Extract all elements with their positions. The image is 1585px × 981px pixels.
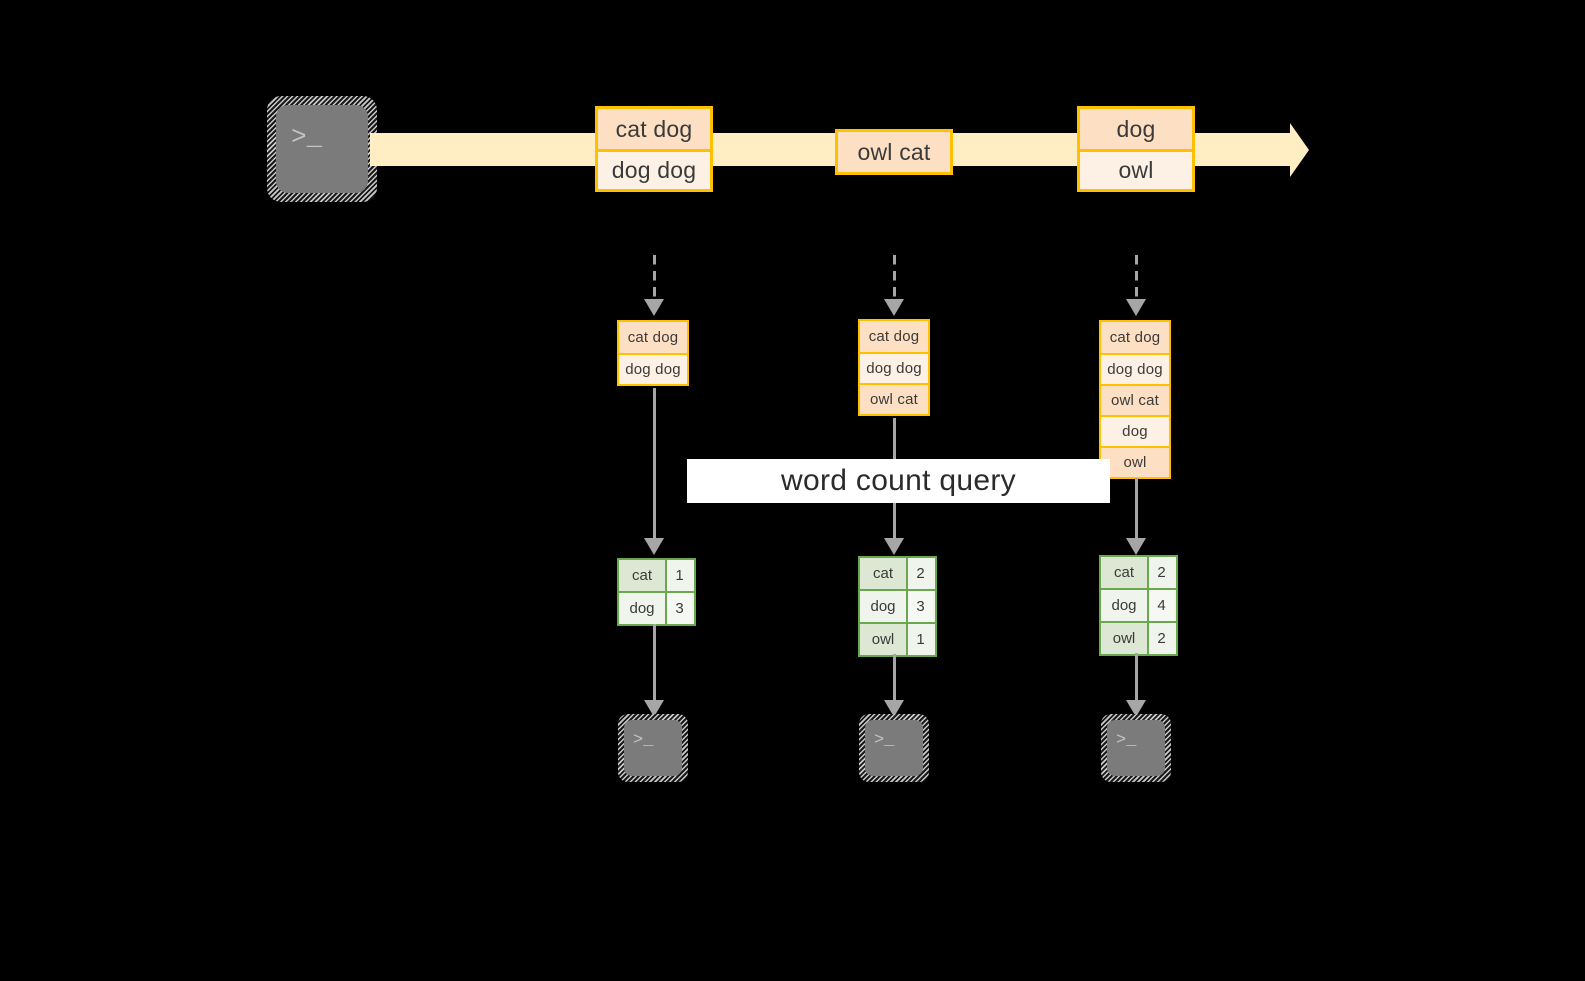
stream-record-2[interactable]: owl cat bbox=[835, 129, 953, 175]
snapshot-2-buffer[interactable]: cat dog dog dog owl cat bbox=[858, 319, 930, 416]
result-word: cat bbox=[860, 558, 906, 589]
result-count: 2 bbox=[1147, 557, 1174, 588]
table-row: owl 2 bbox=[1101, 621, 1176, 654]
stream-record-line: dog dog bbox=[598, 149, 710, 189]
snapshot-3-query-arrow bbox=[1116, 478, 1156, 560]
snapshot-1-sink-arrow bbox=[634, 624, 674, 720]
table-row: cat 1 bbox=[619, 560, 694, 591]
query-label-banner: word count query bbox=[687, 459, 1110, 503]
table-row: dog 3 bbox=[619, 591, 694, 624]
snapshot-2-tap-arrow bbox=[874, 255, 914, 320]
result-word: dog bbox=[1101, 590, 1147, 621]
result-count: 1 bbox=[906, 624, 933, 655]
result-word: cat bbox=[619, 560, 665, 591]
snapshot-3-result-table[interactable]: cat 2 dog 4 owl 2 bbox=[1099, 555, 1178, 656]
result-count: 4 bbox=[1147, 590, 1174, 621]
result-count: 2 bbox=[1147, 623, 1174, 654]
stream-record-line: dog bbox=[1080, 109, 1192, 149]
buffer-line: owl cat bbox=[860, 383, 928, 414]
table-row: owl 1 bbox=[860, 622, 935, 655]
stream-record-3[interactable]: dog owl bbox=[1077, 106, 1195, 192]
snapshot-3-tap-arrow bbox=[1116, 255, 1156, 320]
result-count: 3 bbox=[906, 591, 933, 622]
snapshot-1-sink-terminal-icon[interactable]: >_ bbox=[618, 714, 688, 782]
snapshot-2-sink-terminal-icon[interactable]: >_ bbox=[859, 714, 929, 782]
snapshot-1-buffer[interactable]: cat dog dog dog bbox=[617, 320, 689, 386]
buffer-line: cat dog bbox=[860, 321, 928, 352]
snapshot-3-buffer[interactable]: cat dog dog dog owl cat dog owl bbox=[1099, 320, 1171, 479]
result-count: 3 bbox=[665, 593, 692, 624]
result-word: owl bbox=[1101, 623, 1147, 654]
buffer-line: owl bbox=[1101, 446, 1169, 477]
terminal-body bbox=[624, 720, 682, 776]
buffer-line: dog dog bbox=[1101, 353, 1169, 384]
terminal-prompt-label: >_ bbox=[633, 731, 654, 750]
stream-record-1[interactable]: cat dog dog dog bbox=[595, 106, 713, 192]
terminal-prompt-label: >_ bbox=[874, 731, 895, 750]
terminal-body bbox=[1107, 720, 1165, 776]
stream-record-line: cat dog bbox=[598, 109, 710, 149]
stream-record-line: owl bbox=[1080, 149, 1192, 189]
terminal-body bbox=[276, 105, 368, 193]
buffer-line: owl cat bbox=[1101, 384, 1169, 415]
table-row: cat 2 bbox=[1101, 557, 1176, 588]
result-word: dog bbox=[860, 591, 906, 622]
buffer-line: dog dog bbox=[619, 353, 687, 384]
snapshot-1-result-table[interactable]: cat 1 dog 3 bbox=[617, 558, 696, 626]
terminal-body bbox=[865, 720, 923, 776]
result-word: dog bbox=[619, 593, 665, 624]
result-count: 1 bbox=[665, 560, 692, 591]
result-word: owl bbox=[860, 624, 906, 655]
snapshot-3-sink-arrow bbox=[1116, 653, 1156, 720]
table-row: dog 4 bbox=[1101, 588, 1176, 621]
result-word: cat bbox=[1101, 557, 1147, 588]
buffer-line: dog bbox=[1101, 415, 1169, 446]
buffer-line: dog dog bbox=[860, 352, 928, 383]
snapshot-2-result-table[interactable]: cat 2 dog 3 owl 1 bbox=[858, 556, 937, 657]
snapshot-3-sink-terminal-icon[interactable]: >_ bbox=[1101, 714, 1171, 782]
snapshot-2-sink-arrow bbox=[874, 654, 914, 720]
result-count: 2 bbox=[906, 558, 933, 589]
source-terminal-icon[interactable]: >_ bbox=[267, 96, 377, 202]
query-label: word count query bbox=[781, 464, 1016, 497]
snapshot-1-query-arrow bbox=[634, 388, 674, 560]
table-row: cat 2 bbox=[860, 558, 935, 589]
event-stream-arrowhead bbox=[1290, 123, 1309, 177]
buffer-line: cat dog bbox=[619, 322, 687, 353]
terminal-prompt-label: >_ bbox=[1116, 731, 1137, 750]
table-row: dog 3 bbox=[860, 589, 935, 622]
snapshot-1-tap-arrow bbox=[634, 255, 674, 320]
terminal-prompt-label: >_ bbox=[291, 122, 323, 152]
stream-record-line: owl cat bbox=[838, 132, 950, 172]
buffer-line: cat dog bbox=[1101, 322, 1169, 353]
